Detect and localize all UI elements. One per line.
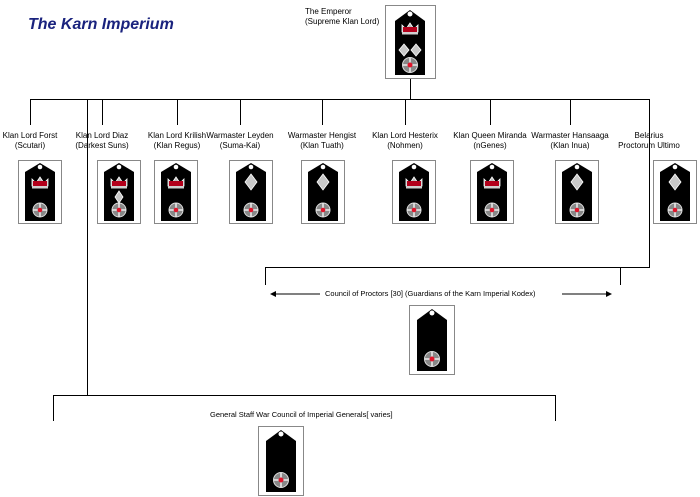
lord-label: Klan Lord Diaz(Darkest Suns) <box>57 131 147 151</box>
lord-connector <box>177 99 178 125</box>
lord-insignia <box>18 160 62 224</box>
lord-title: Klan Lord Krilish <box>147 131 207 140</box>
lord-label: Klan Lord Hesterix(Nohmen) <box>360 131 450 151</box>
lord-insignia <box>653 160 697 224</box>
lord-insignia <box>392 160 436 224</box>
lord-klan: (Darkest Suns) <box>75 141 129 150</box>
lord-label: Warmaster Hengist(Klan Tuath) <box>277 131 367 151</box>
lord-connector <box>405 99 406 125</box>
proctor-connector <box>649 99 650 267</box>
council-label: Council of Proctors [30] (Guardians of t… <box>325 289 536 298</box>
lord-label: Klan Lord Krilish(Klan Regus) <box>132 131 222 151</box>
council-range-arrow <box>270 291 612 297</box>
lord-insignia <box>301 160 345 224</box>
lord-insignia <box>555 160 599 224</box>
lord-klan: (Klan Regus) <box>153 141 201 150</box>
general-staff-bus <box>53 395 556 396</box>
lord-label: Klan Queen Miranda(nGenes) <box>445 131 535 151</box>
lord-klan: (Klan Inua) <box>550 141 590 150</box>
lord-title: Klan Lord Hesterix <box>372 131 438 140</box>
general-staff-insignia <box>258 426 304 496</box>
lord-klan: (Nohmen) <box>387 141 423 150</box>
lord-connector <box>490 99 491 125</box>
lord-connector <box>30 99 31 125</box>
lord-title: Klan Lord Diaz <box>75 131 129 140</box>
lord-connector <box>570 99 571 125</box>
general-staff-bracket-right <box>555 395 556 421</box>
lord-insignia <box>470 160 514 224</box>
lord-insignia <box>97 160 141 224</box>
lord-label: Klan Lord Forst(Scutari) <box>0 131 75 151</box>
emperor-connector <box>410 79 411 99</box>
council-insignia <box>409 305 455 375</box>
lord-title: Warmaster Hansaaga <box>531 131 609 140</box>
lord-title: Klan Queen Miranda <box>453 131 527 140</box>
lord-connector <box>102 99 103 125</box>
lord-klan: (Scutari) <box>14 141 46 150</box>
council-bracket-left <box>265 267 266 285</box>
lord-klan: (nGenes) <box>473 141 507 150</box>
lord-klan: (Klan Tuath) <box>300 141 344 150</box>
lord-klan: (Suma-Kai) <box>219 141 261 150</box>
lord-title: Warmaster Hengist <box>287 131 357 140</box>
lord-title: Warmaster Leyden <box>206 131 274 140</box>
lord-label: Warmaster Leyden(Suma-Kai) <box>195 131 285 151</box>
emperor-insignia <box>385 5 436 79</box>
general-staff-label: General Staff War Council of Imperial Ge… <box>210 410 393 419</box>
lord-connector <box>240 99 241 125</box>
lord-insignia <box>154 160 198 224</box>
lords-bus <box>30 99 649 100</box>
council-bracket-right <box>620 267 621 285</box>
lord-insignia <box>229 160 273 224</box>
lord-connector <box>322 99 323 125</box>
emperor-label: The Emperor (Supreme Klan Lord) <box>305 7 380 26</box>
lord-label: Warmaster Hansaaga(Klan Inua) <box>525 131 615 151</box>
general-staff-connector <box>87 99 88 395</box>
general-staff-bracket-left <box>53 395 54 421</box>
lord-klan: Proctorum Ultimo <box>618 141 680 150</box>
page-title: The Karn Imperium <box>28 16 174 33</box>
council-bus <box>265 267 650 268</box>
lord-title: Klan Lord Forst <box>2 131 58 140</box>
